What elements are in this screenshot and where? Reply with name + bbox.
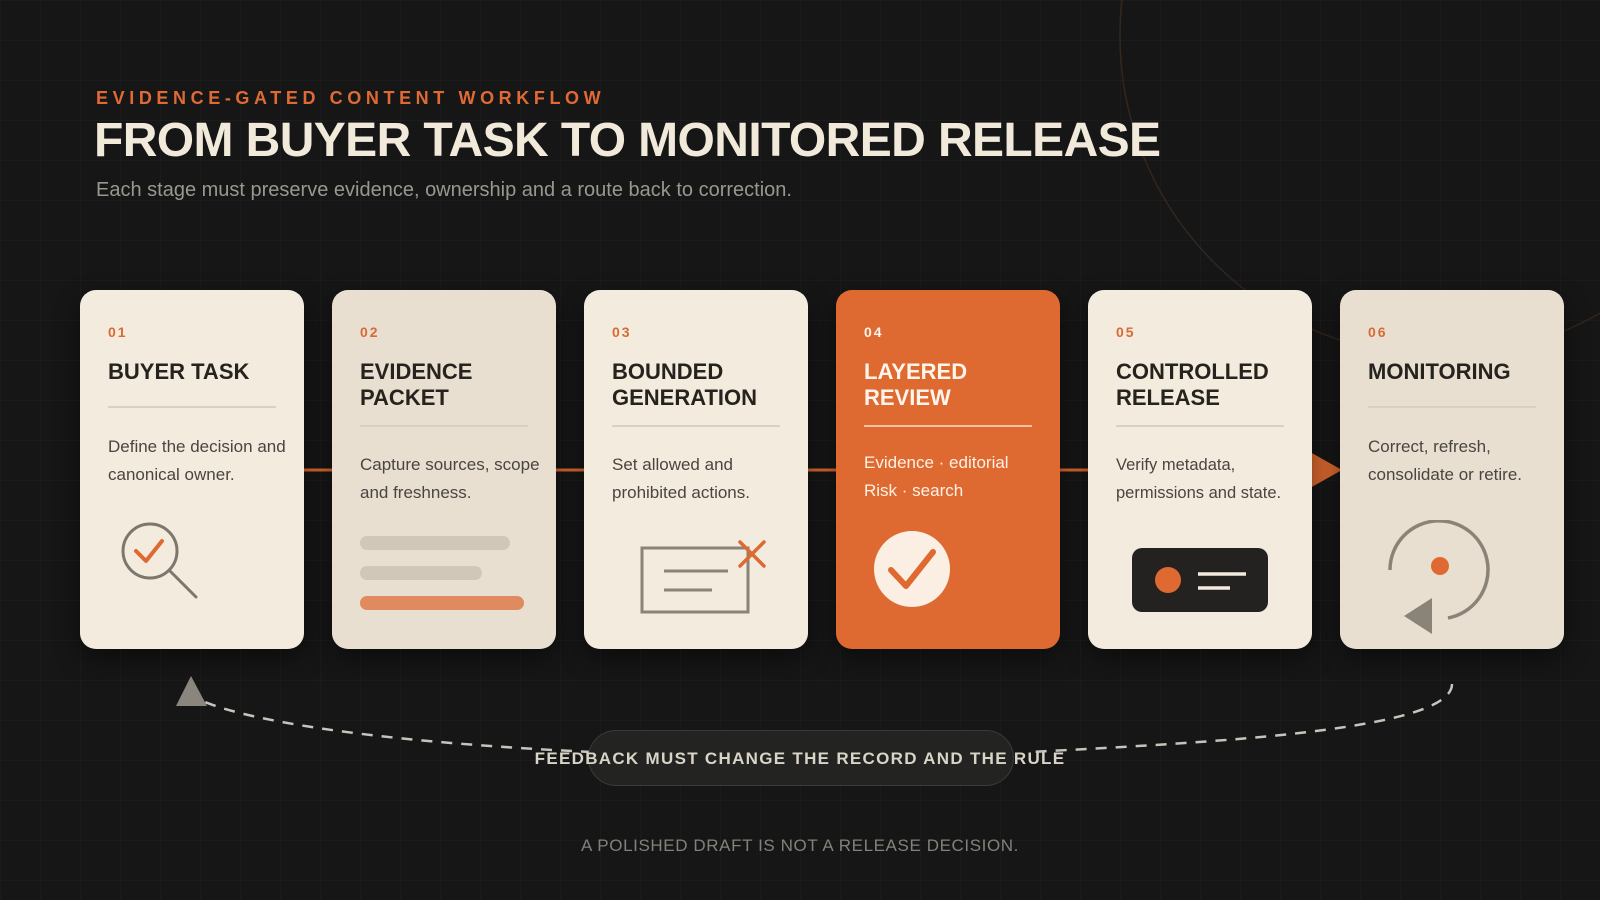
stage-number: 01 xyxy=(108,324,128,340)
footer-note: A POLISHED DRAFT IS NOT A RELEASE DECISI… xyxy=(580,836,1020,855)
stage-card-controlled-release[interactable]: 05 CONTROLLED RELEASE Verify metadata, p… xyxy=(1088,290,1312,649)
stage-description: Define the decision and canonical owner. xyxy=(108,437,286,484)
refresh-loop-icon xyxy=(1388,520,1490,634)
stage-description-line-2: Risk · search xyxy=(864,481,964,500)
stage-number: 06 xyxy=(1368,324,1388,340)
stage-card-bounded-generation[interactable]: 03 BOUNDED GENERATION Set allowed and pr… xyxy=(584,290,808,649)
stage-description-line-1: Evidence · editorial xyxy=(864,453,1009,472)
flow-arrow-icon xyxy=(1310,452,1342,488)
stage-description: Verify metadata, permissions and state. xyxy=(1116,456,1282,502)
stage-number: 03 xyxy=(612,324,632,340)
stage-description: Set allowed and prohibited actions. xyxy=(612,455,750,502)
stage-title: BUYER TASK xyxy=(108,359,250,384)
stage-divider xyxy=(612,425,780,427)
magnifier-check-icon xyxy=(121,522,198,599)
toggle-status-icon xyxy=(1132,548,1268,612)
stage-card-monitoring[interactable]: 06 MONITORING Correct, refresh, consolid… xyxy=(1340,290,1564,649)
check-circle-icon xyxy=(874,531,950,607)
bounded-box-x-icon xyxy=(640,540,766,614)
stage-number: 02 xyxy=(360,324,380,340)
stage-title: MONITORING xyxy=(1368,359,1511,384)
feedback-arrow-icon xyxy=(176,676,207,706)
eyebrow-label: EVIDENCE-GATED CONTENT WORKFLOW xyxy=(96,88,606,108)
feedback-label: FEEDBACK MUST CHANGE THE RECORD AND THE … xyxy=(534,749,1066,768)
stage-title: EVIDENCE PACKET xyxy=(360,359,473,410)
stage-card-layered-review[interactable]: 04 LAYERED REVIEW Evidence · editorial R… xyxy=(836,290,1060,649)
stage-divider xyxy=(108,406,276,408)
document-lines-icon xyxy=(360,536,524,610)
feedback-pill xyxy=(588,730,1014,786)
stage-title: BOUNDED GENERATION xyxy=(612,359,758,410)
stage-title: LAYERED REVIEW xyxy=(864,359,968,410)
stage-divider xyxy=(1116,425,1284,427)
stage-card-buyer-task[interactable]: 01 BUYER TASK Define the decision and ca… xyxy=(80,290,304,649)
stage-number: 05 xyxy=(1116,324,1136,340)
stage-card-evidence-packet[interactable]: 02 EVIDENCE PACKET Capture sources, scop… xyxy=(332,290,556,649)
page-title: FROM BUYER TASK TO MONITORED RELEASE xyxy=(94,114,1161,167)
page-subtitle: Each stage must preserve evidence, owner… xyxy=(96,179,792,201)
stage-title: CONTROLLED RELEASE xyxy=(1116,359,1269,410)
stage-divider xyxy=(864,425,1032,427)
stage-number: 04 xyxy=(864,324,884,340)
stage-divider xyxy=(1368,406,1536,408)
stage-description: Capture sources, scope and freshness. xyxy=(360,455,540,502)
stage-divider xyxy=(360,425,528,427)
stage-description: Correct, refresh, consolidate or retire. xyxy=(1368,437,1523,484)
